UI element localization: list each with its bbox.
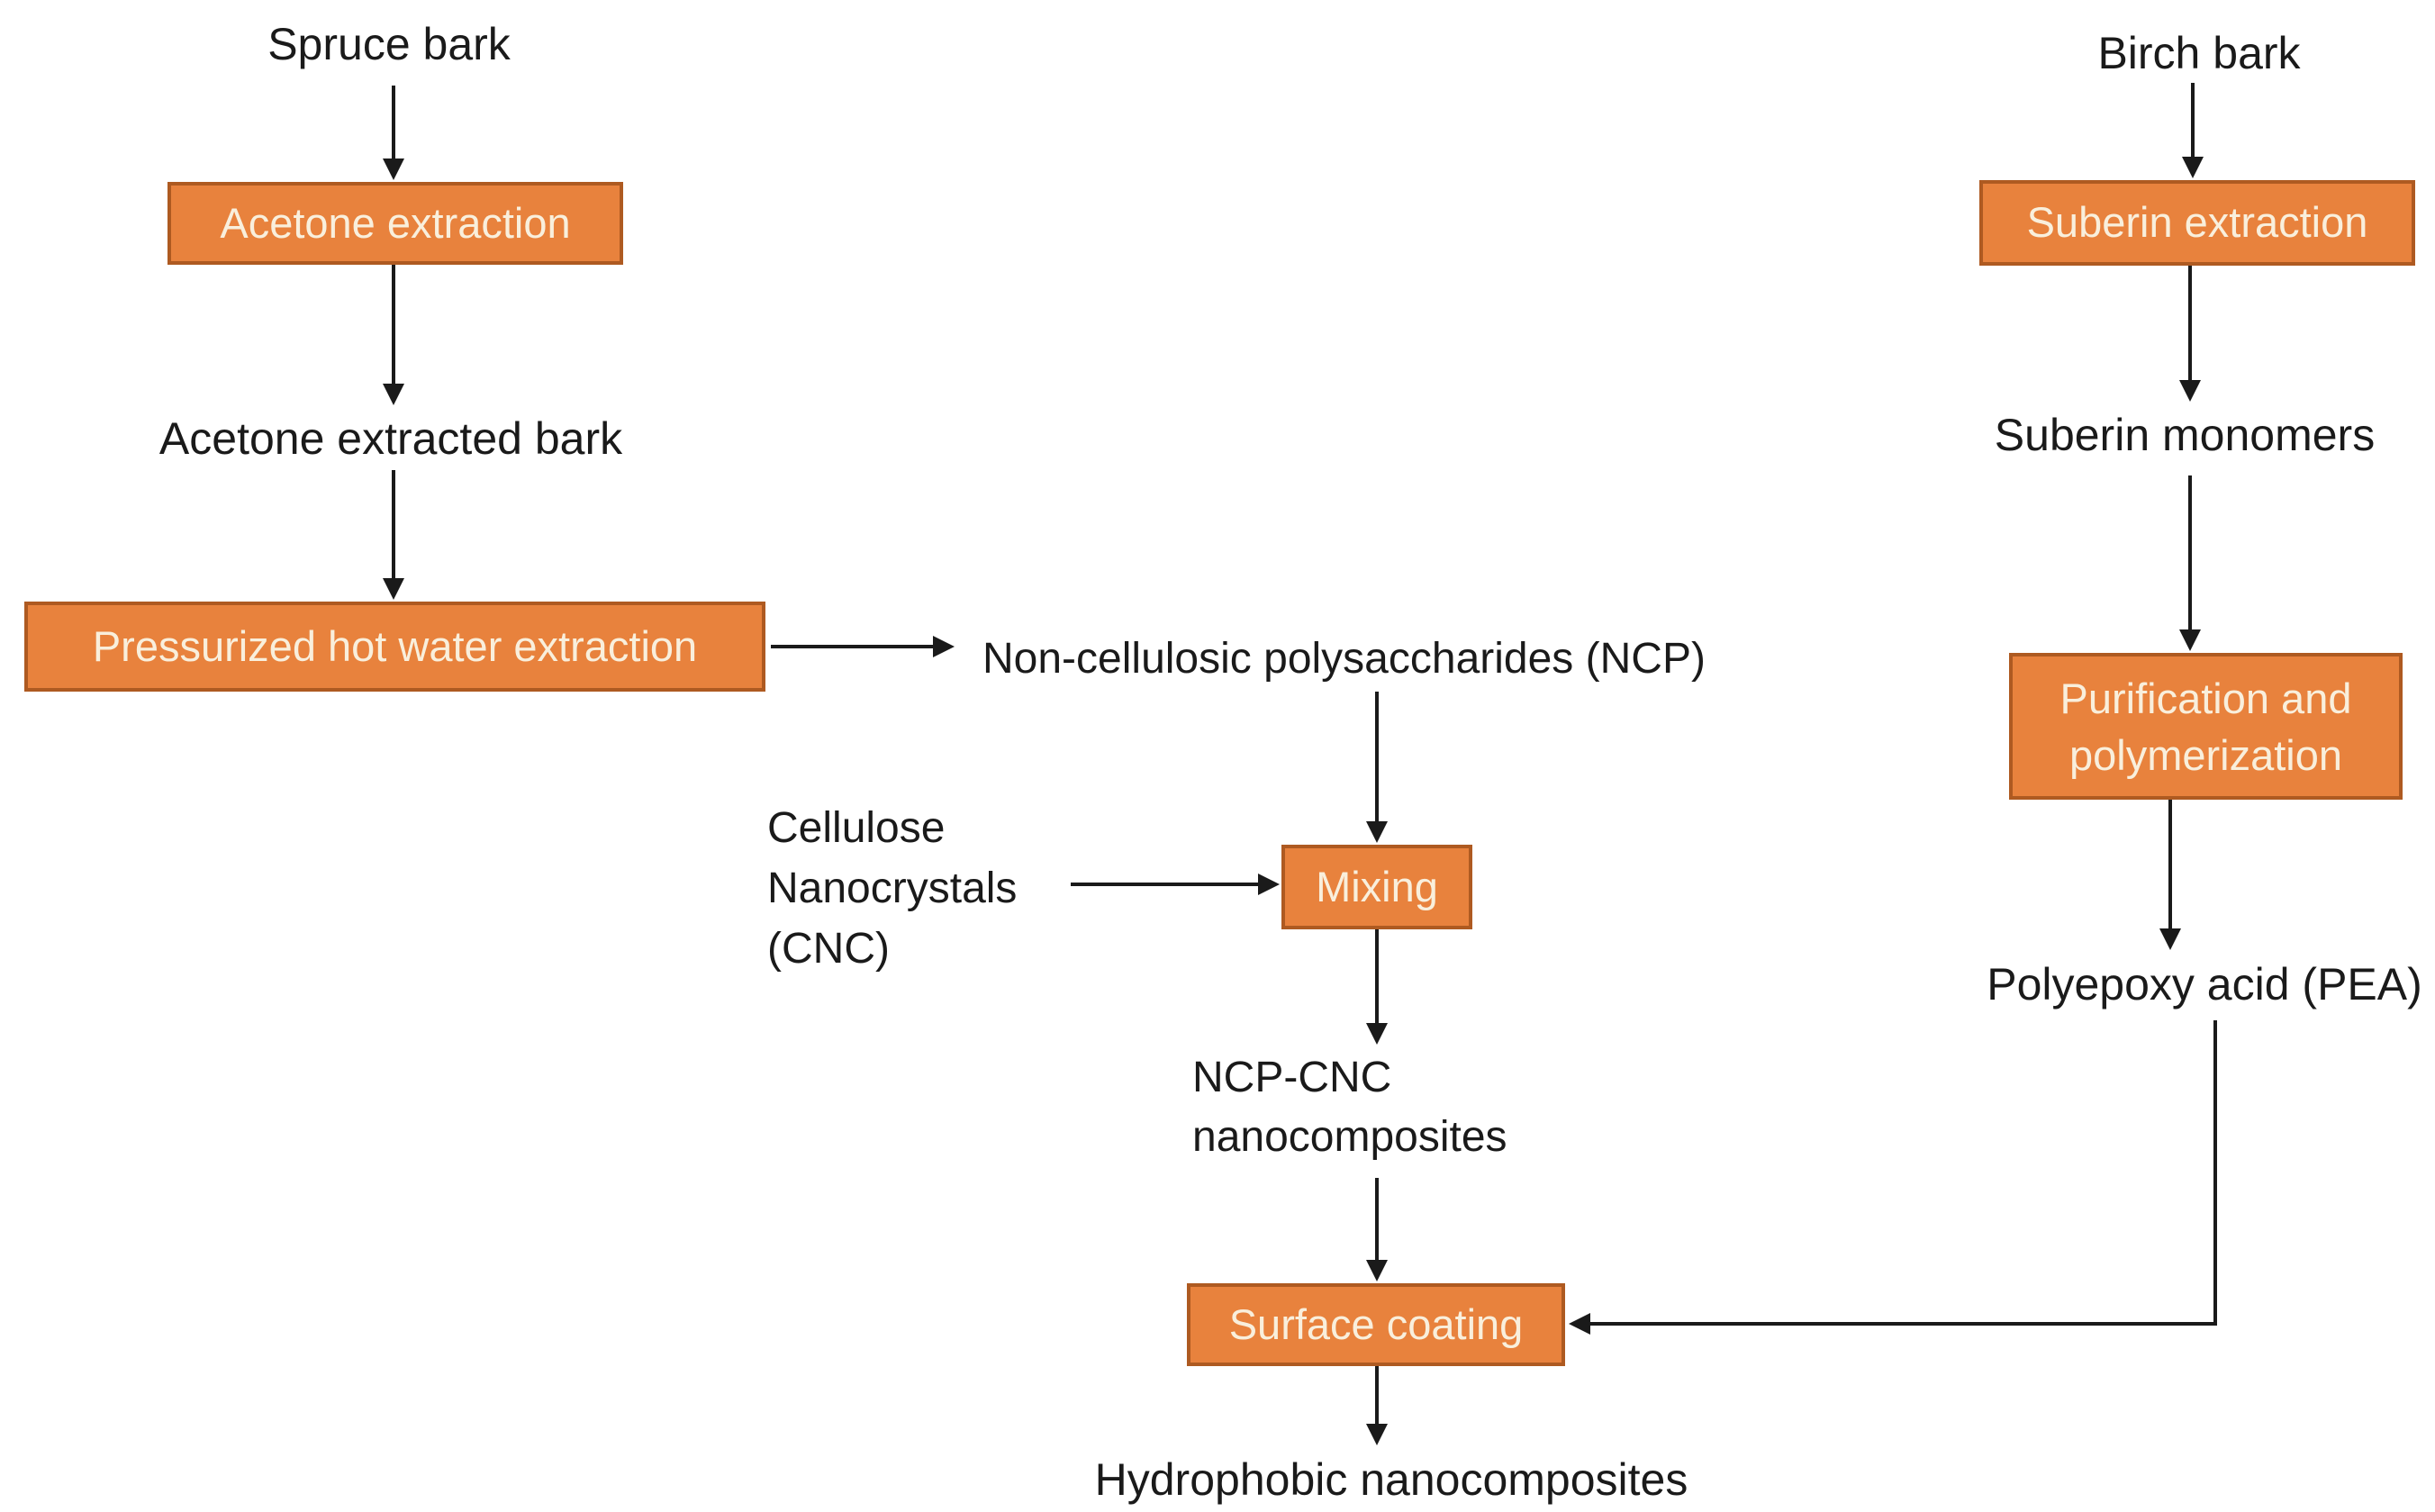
label-ncpcnc-line2: nanocomposites [1192, 1113, 1507, 1161]
node-pressurized-hot-water-extraction: Pressurized hot water extraction [24, 602, 765, 692]
label-cnc-line3: (CNC) [767, 925, 890, 973]
label-cellulose-nanocrystals: Cellulose Nanocrystals (CNC) [767, 798, 1017, 979]
node-mixing-label: Mixing [1316, 862, 1438, 910]
label-cnc-line2: Nanocrystals [767, 865, 1018, 912]
node-purification-polymerization: Purification and polymerization [2009, 653, 2403, 800]
arrow-phwe-to-ncp-line [771, 645, 933, 648]
arrow-purification-to-pea-line [2168, 800, 2172, 928]
node-suberin-extraction-label: Suberin extraction [2026, 198, 2368, 247]
label-hydrophobic-nanocomposites: Hydrophobic nanocomposites [1094, 1454, 1688, 1505]
node-pressurized-label: Pressurized hot water extraction [92, 621, 698, 670]
node-purification-line1: Purification and [2059, 674, 2352, 722]
node-acetone-extraction-label: Acetone extraction [220, 198, 571, 247]
arrow-phwe-to-ncp-head [933, 636, 955, 657]
node-surface-coating-label: Surface coating [1228, 1299, 1524, 1348]
node-purification-line2: polymerization [2068, 730, 2343, 779]
arrow-acetone-to-bark-head [383, 384, 404, 405]
arrow-ncp-to-mixing-head [1366, 821, 1388, 843]
arrow-mixing-to-ncpcnc-head [1366, 1023, 1388, 1045]
arrow-pea-to-surface-head [1569, 1313, 1590, 1335]
label-cnc-line1: Cellulose [767, 804, 946, 852]
arrow-bark-to-phwe-line [392, 470, 395, 578]
label-birch-bark: Birch bark [2097, 28, 2301, 78]
arrow-acetone-to-bark-line [392, 265, 395, 384]
node-surface-coating: Surface coating [1187, 1283, 1565, 1366]
arrow-ncpcnc-to-surface-line [1375, 1178, 1379, 1260]
arrow-surface-to-hydrophobic-line [1375, 1366, 1379, 1424]
arrow-ncpcnc-to-surface-head [1366, 1260, 1388, 1281]
arrow-cnc-to-mixing-line [1071, 883, 1258, 886]
label-polyepoxy-acid: Polyepoxy acid (PEA) [1987, 959, 2422, 1010]
label-spruce-bark: Spruce bark [267, 19, 511, 69]
arrow-spruce-to-acetone-line [392, 86, 395, 158]
label-ncp-cnc-nanocomposites: NCP-CNC nanocomposites [1192, 1048, 1507, 1167]
arrow-suberin-to-monomers-line [2188, 266, 2192, 380]
arrow-monomers-to-purification-line [2188, 475, 2192, 629]
node-mixing: Mixing [1281, 845, 1472, 929]
arrow-pea-to-surface-hline [1590, 1322, 2217, 1326]
node-suberin-extraction: Suberin extraction [1979, 180, 2415, 266]
arrow-purification-to-pea-head [2159, 928, 2181, 950]
arrow-suberin-to-monomers-head [2179, 380, 2201, 402]
label-acetone-extracted-bark: Acetone extracted bark [158, 413, 623, 464]
arrow-ncp-to-mixing-line [1375, 692, 1379, 821]
arrow-monomers-to-purification-head [2179, 629, 2201, 651]
label-ncpcnc-line1: NCP-CNC [1192, 1054, 1392, 1101]
arrow-bark-to-phwe-head [383, 578, 404, 600]
label-suberin-monomers: Suberin monomers [1994, 410, 2376, 460]
arrow-pea-to-surface-vline [2213, 1020, 2217, 1326]
arrow-birch-to-suberin-line [2191, 83, 2195, 157]
arrow-mixing-to-ncpcnc-line [1375, 929, 1379, 1023]
arrow-cnc-to-mixing-head [1258, 874, 1280, 895]
node-acetone-extraction: Acetone extraction [167, 182, 623, 265]
label-ncp: Non-cellulosic polysaccharides (NCP) [982, 635, 1706, 683]
arrow-birch-to-suberin-head [2182, 157, 2204, 178]
arrow-surface-to-hydrophobic-head [1366, 1424, 1388, 1445]
arrow-spruce-to-acetone-head [383, 158, 404, 180]
